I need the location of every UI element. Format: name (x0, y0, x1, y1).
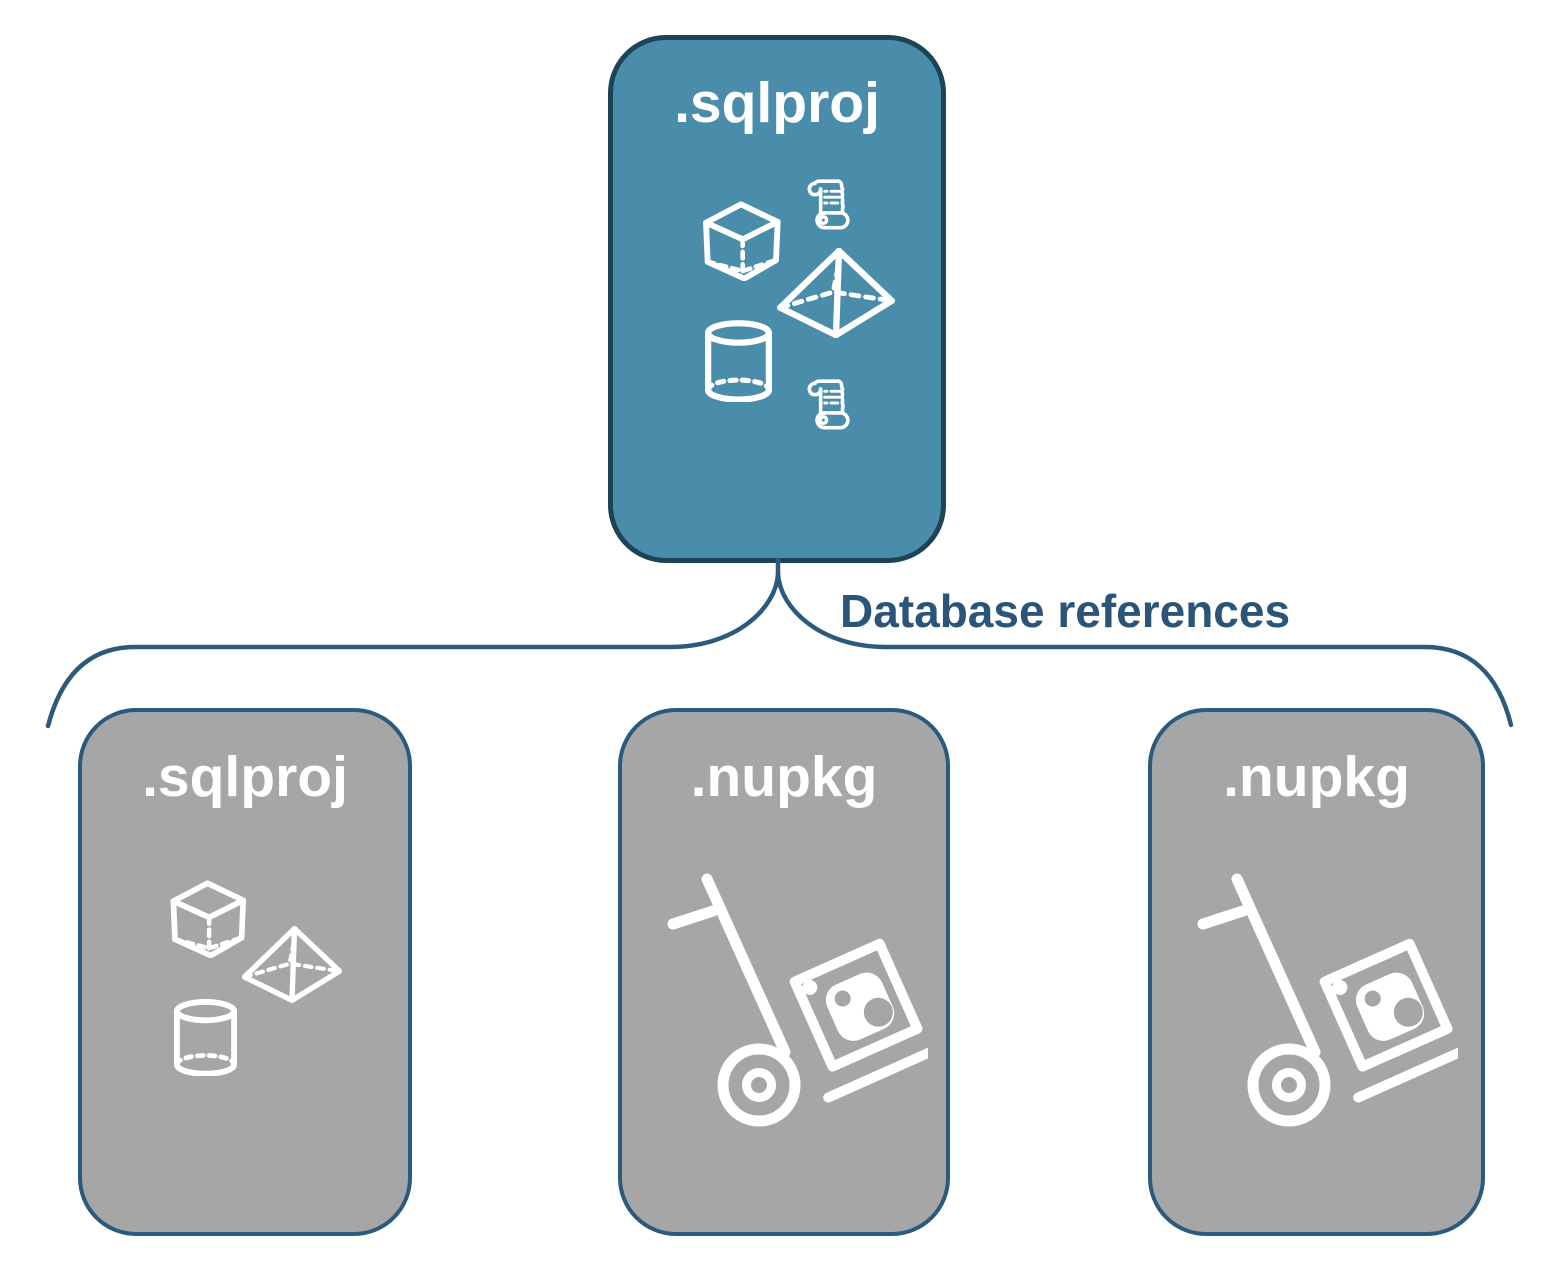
child-node-label: .sqlproj (142, 745, 348, 809)
node-child-nupkg-1: .nupkg (618, 708, 950, 1236)
cube-icon (706, 204, 778, 278)
child-node-label: .nupkg (1223, 745, 1410, 809)
script-scroll-icon (807, 379, 850, 430)
hand-truck-nuget-package-icon (1193, 869, 1458, 1139)
hand-truck-nuget-package-icon (663, 869, 928, 1139)
child-node-label: .nupkg (690, 745, 878, 809)
script-scroll-icon (807, 179, 850, 230)
cylinder-icon (708, 323, 769, 399)
node-child-sqlproj: .sqlproj (78, 708, 412, 1236)
pyramid-icon (780, 251, 892, 335)
edge-label-database-references: Database references (840, 585, 1291, 637)
pyramid-icon (245, 929, 340, 1001)
node-root-sqlproj: .sqlproj (608, 35, 946, 563)
cube-icon (173, 883, 243, 955)
cylinder-icon (177, 1002, 234, 1074)
brace-connector (45, 557, 1514, 729)
node-child-nupkg-2: .nupkg (1148, 708, 1485, 1236)
sql-objects-icon-cluster (693, 179, 908, 430)
root-node-label: .sqlproj (674, 71, 880, 135)
sql-objects-icon-cluster (166, 880, 346, 1080)
